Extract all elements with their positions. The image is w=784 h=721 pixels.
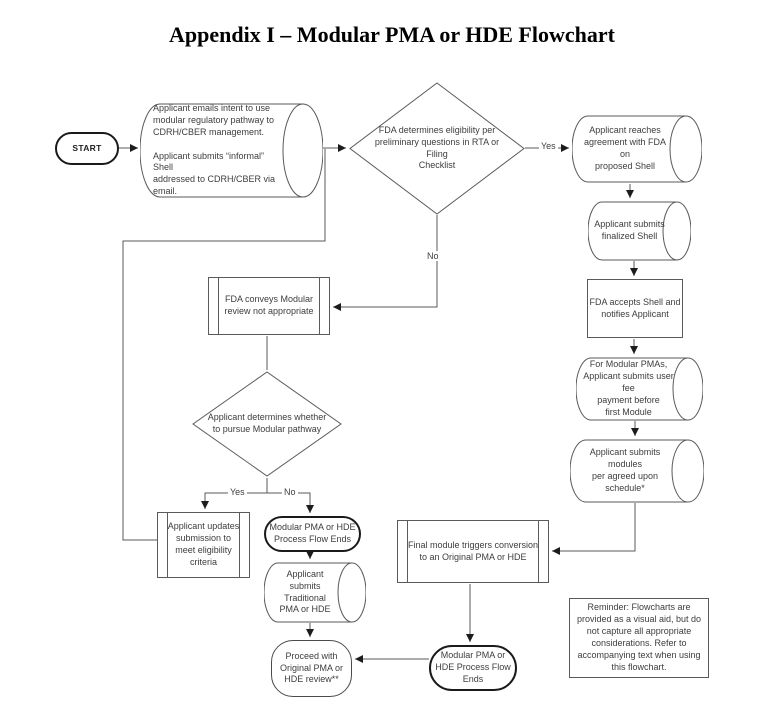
edge-label-yes: Yes: [228, 487, 247, 497]
diamond-shape: [349, 82, 525, 215]
node-user-fee: For Modular PMAs, Applicant submits user…: [576, 357, 703, 421]
node-label: Applicant submits modules per agreed upo…: [589, 447, 661, 493]
node-updates-submission: Applicant updates submission to meet eli…: [157, 512, 250, 578]
node-pursue-decision: Applicant determines whether to pursue M…: [192, 371, 342, 477]
node-submits-modules: Applicant submits modules per agreed upo…: [570, 439, 704, 503]
node-label: For Modular PMAs, Applicant submits user…: [583, 359, 674, 417]
node-final-module-conversion: Final module triggers conversion to an O…: [397, 520, 549, 583]
cylinder-shape: [576, 357, 703, 421]
node-finalized-shell: Applicant submits finalized Shell: [588, 201, 691, 261]
node-label: Final module triggers conversion to an O…: [407, 539, 539, 562]
diamond-shape: [192, 371, 342, 477]
node-label: Applicant determines whether to pursue M…: [207, 412, 327, 434]
node-label: FDA accepts Shell and notifies Applicant: [589, 296, 681, 319]
node-label: Applicant reaches agreement with FDA on …: [583, 125, 667, 171]
reminder-note: Reminder: Flowcharts are provided as a v…: [569, 598, 709, 678]
node-label: FDA conveys Modular review not appropria…: [224, 294, 314, 316]
node-reaches-agreement: Applicant reaches agreement with FDA on …: [572, 115, 702, 183]
node-traditional: Applicant submits Traditional PMA or HDE: [264, 562, 366, 623]
note-text: Reminder: Flowcharts are provided as a v…: [576, 602, 702, 672]
node-start-terminator: START: [55, 132, 119, 165]
node-email-intent: Applicant emails intent to use modular r…: [140, 103, 323, 198]
cylinder-shape: [264, 562, 366, 623]
cylinder-shape: [140, 103, 323, 198]
edge-label-no: No: [282, 487, 298, 497]
node-conveys-not-appropriate: FDA conveys Modular review not appropria…: [208, 277, 330, 335]
cylinder-shape: [570, 439, 704, 503]
node-flow-ends-2: Modular PMA or HDE Process Flow Ends: [429, 645, 517, 691]
node-eligibility-decision: FDA determines eligibility per prelimina…: [349, 82, 525, 215]
node-label: Modular PMA or HDE Process Flow Ends: [269, 522, 356, 544]
node-label: Modular PMA or HDE Process Flow Ends: [435, 650, 511, 684]
node-label: START: [72, 142, 102, 153]
node-label: Applicant updates submission to meet eli…: [167, 521, 240, 567]
node-accepts-shell: FDA accepts Shell and notifies Applicant: [587, 279, 683, 338]
cylinder-shape: [588, 201, 691, 261]
node-flow-ends-1: Modular PMA or HDE Process Flow Ends: [264, 516, 361, 552]
node-label: Applicant emails intent to use modular r…: [153, 103, 276, 197]
edge-label-no: No: [425, 251, 441, 261]
node-label: Proceed with Original PMA or HDE review*…: [279, 650, 344, 685]
node-proceed-original: Proceed with Original PMA or HDE review*…: [271, 640, 352, 697]
edge-label-yes: Yes: [539, 141, 558, 151]
node-label: Applicant submits Traditional PMA or HDE: [279, 568, 331, 615]
node-label: Applicant submits finalized Shell: [594, 219, 665, 241]
node-label: FDA determines eligibility per prelimina…: [374, 124, 500, 171]
cylinder-shape: [572, 115, 702, 183]
page-title: Appendix I – Modular PMA or HDE Flowchar…: [169, 22, 615, 47]
